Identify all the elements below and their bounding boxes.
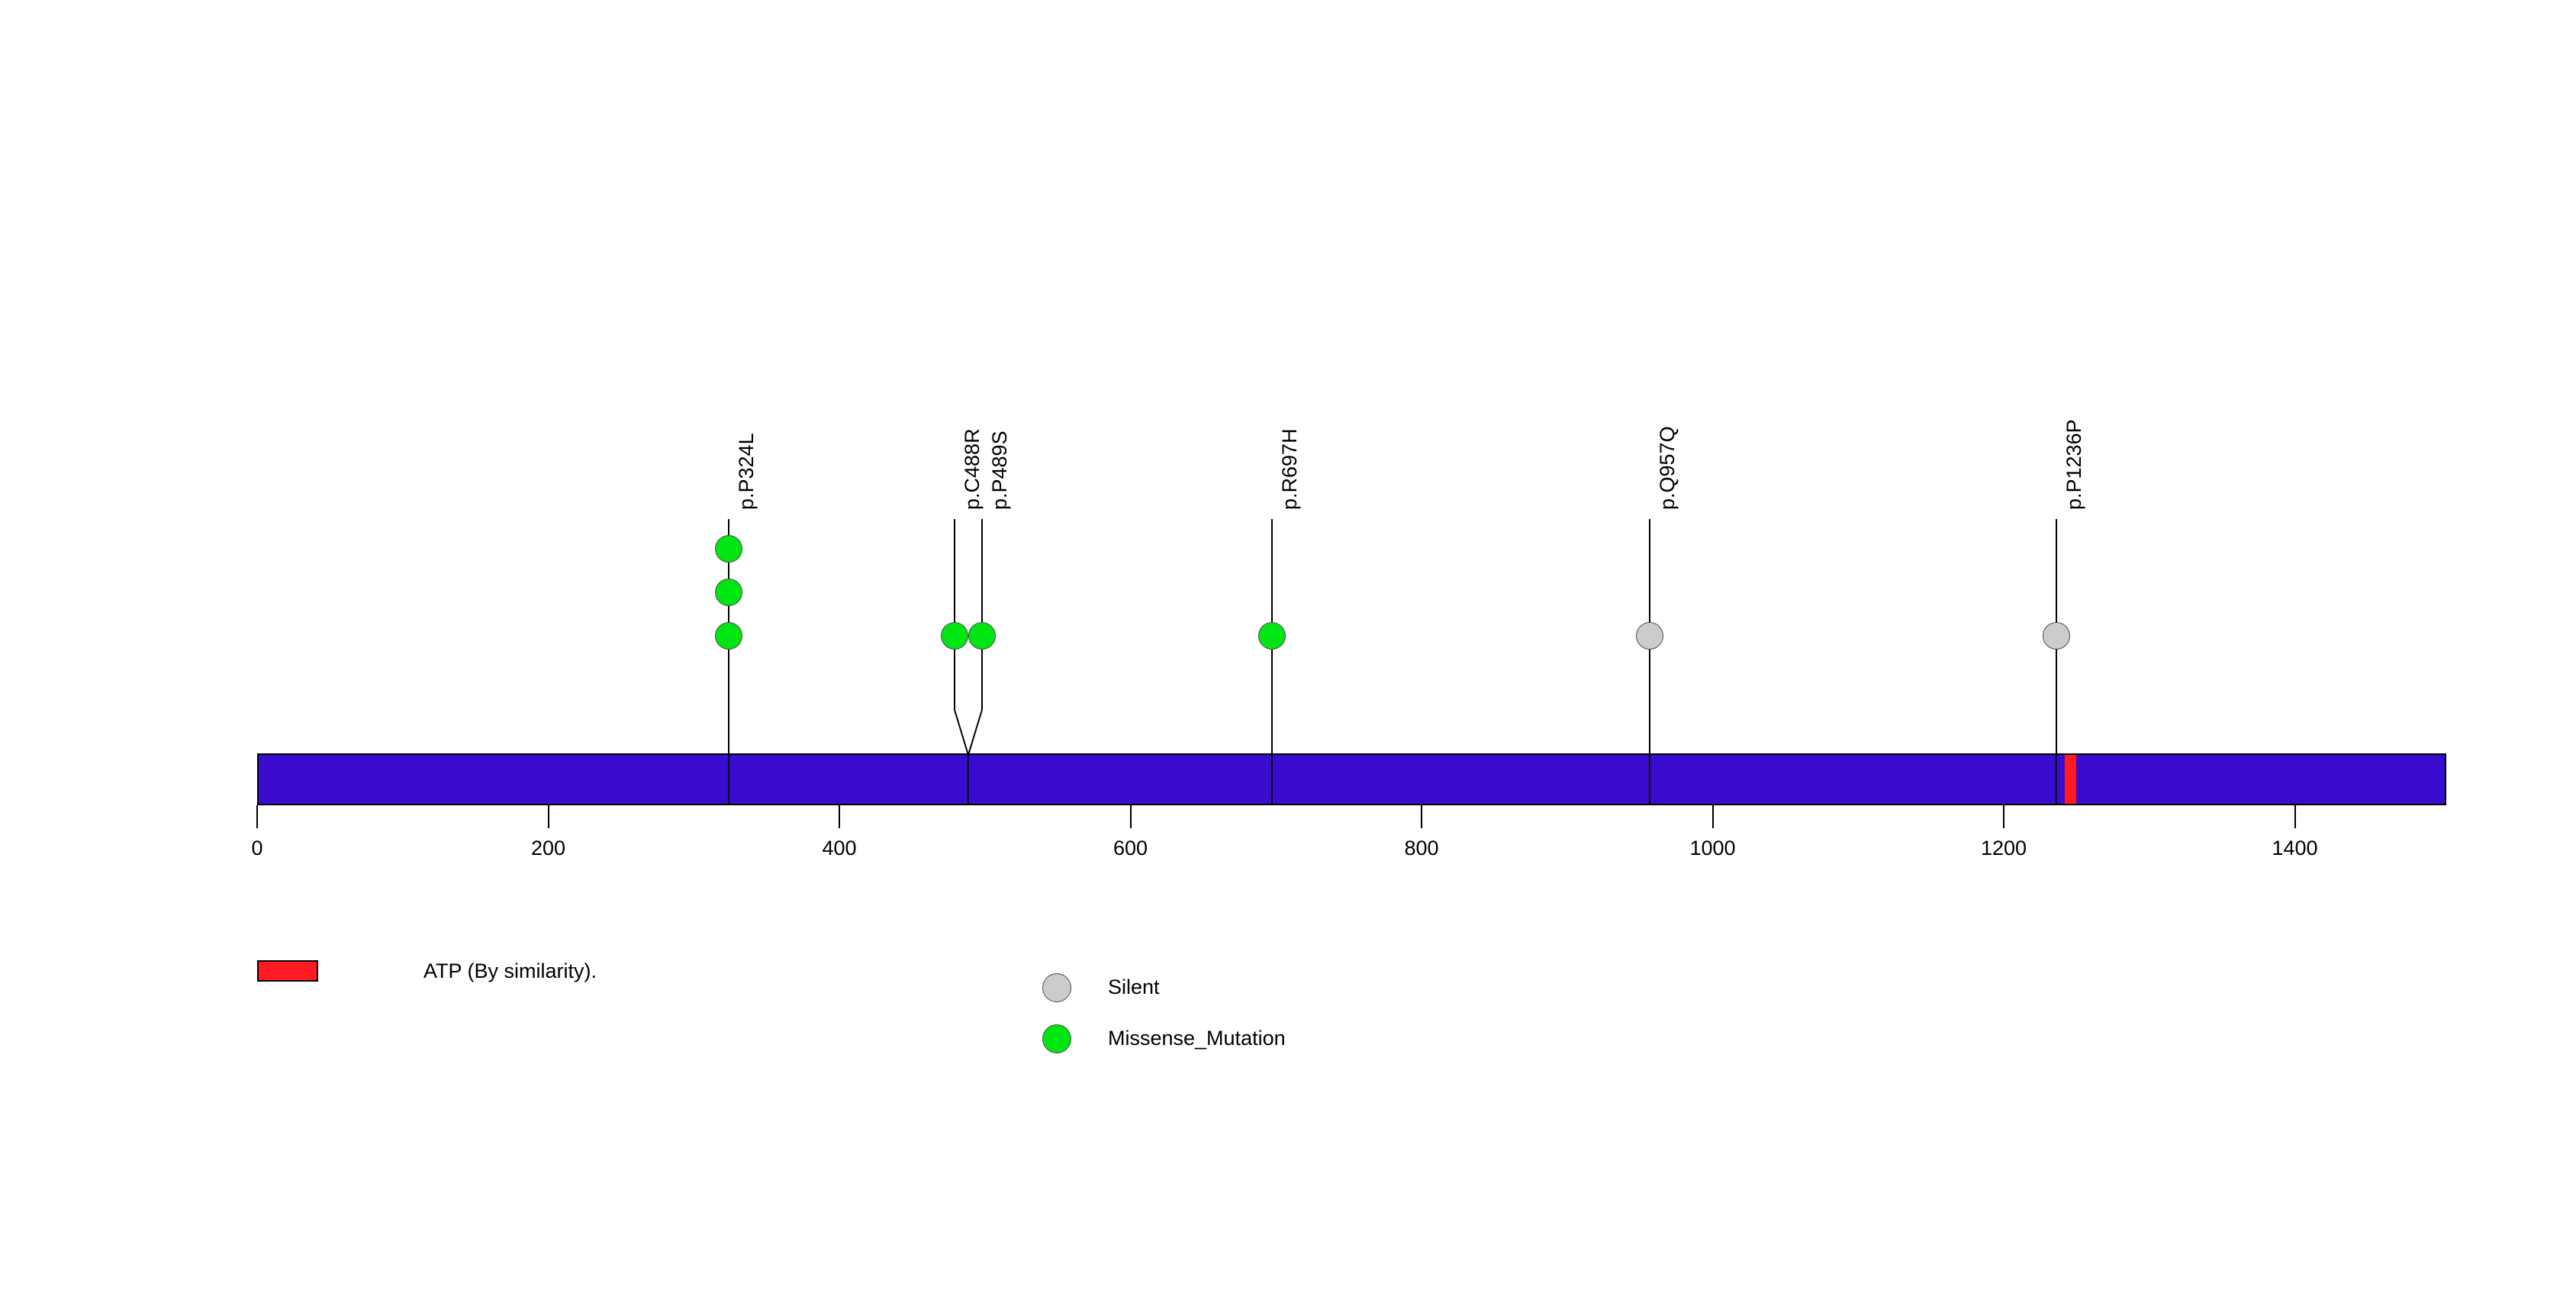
mutation-label: p.R697H	[1277, 428, 1301, 510]
mutation-marker[interactable]	[1257, 622, 1286, 650]
lollipop-stem	[1270, 519, 1273, 805]
axis-tick-label: 1400	[2272, 837, 2318, 859]
axis-tick-mark	[256, 805, 258, 828]
mutation-type-legend-swatch	[1042, 1024, 1071, 1053]
mutation-marker[interactable]	[1636, 622, 1664, 650]
mutation-marker[interactable]	[715, 535, 743, 563]
axis-tick-label: 0	[251, 837, 263, 859]
mutation-type-legend-label: Silent	[1108, 976, 1160, 998]
axis-tick-label: 200	[530, 837, 566, 859]
axis-tick-label: 400	[822, 837, 857, 859]
axis-tick-label: 600	[1113, 837, 1148, 859]
lollipop-stem-connector	[953, 709, 969, 756]
lollipop-stem	[980, 519, 983, 710]
protein-backbone-bar	[257, 753, 2446, 805]
axis-tick-mark	[1711, 805, 1714, 828]
axis-tick-label: 1000	[1689, 837, 1736, 859]
protein-domain-band	[2065, 755, 2077, 804]
lollipop-stem	[1649, 519, 1651, 805]
axis-tick-mark	[2003, 805, 2004, 828]
mutation-label: p.P324L	[735, 433, 758, 510]
mutation-label: p.P1236P	[2062, 419, 2085, 510]
domain-legend-swatch	[257, 960, 318, 982]
mutation-marker[interactable]	[968, 622, 996, 650]
axis-tick-mark	[1129, 805, 1132, 828]
mutation-label: p.C488R	[960, 428, 984, 510]
lollipop-stem-connector	[967, 709, 983, 756]
axis-tick-mark	[839, 805, 840, 828]
domain-legend-label: ATP (By similarity).	[423, 959, 597, 982]
lollipop-stem-in-bar	[967, 753, 969, 805]
mutation-type-legend-swatch	[1042, 973, 1071, 1002]
axis-tick-label: 1200	[1980, 837, 2027, 859]
mutation-label: p.Q957Q	[1656, 426, 1679, 510]
lollipop-stem	[728, 519, 730, 805]
axis-tick-label: 800	[1404, 837, 1439, 859]
mutation-marker[interactable]	[715, 622, 743, 650]
mutation-marker[interactable]	[2042, 622, 2070, 650]
axis-tick-mark	[2294, 805, 2296, 828]
mutation-label: p.P489S	[987, 431, 1011, 510]
lollipop-stem	[2055, 519, 2057, 805]
mutation-marker[interactable]	[715, 579, 743, 606]
axis-tick-mark	[1421, 805, 1422, 828]
lollipop-stem	[953, 519, 955, 710]
mutation-type-legend-label: Missense_Mutation	[1108, 1027, 1286, 1050]
mutation-marker[interactable]	[940, 622, 968, 650]
axis-tick-mark	[547, 805, 549, 828]
